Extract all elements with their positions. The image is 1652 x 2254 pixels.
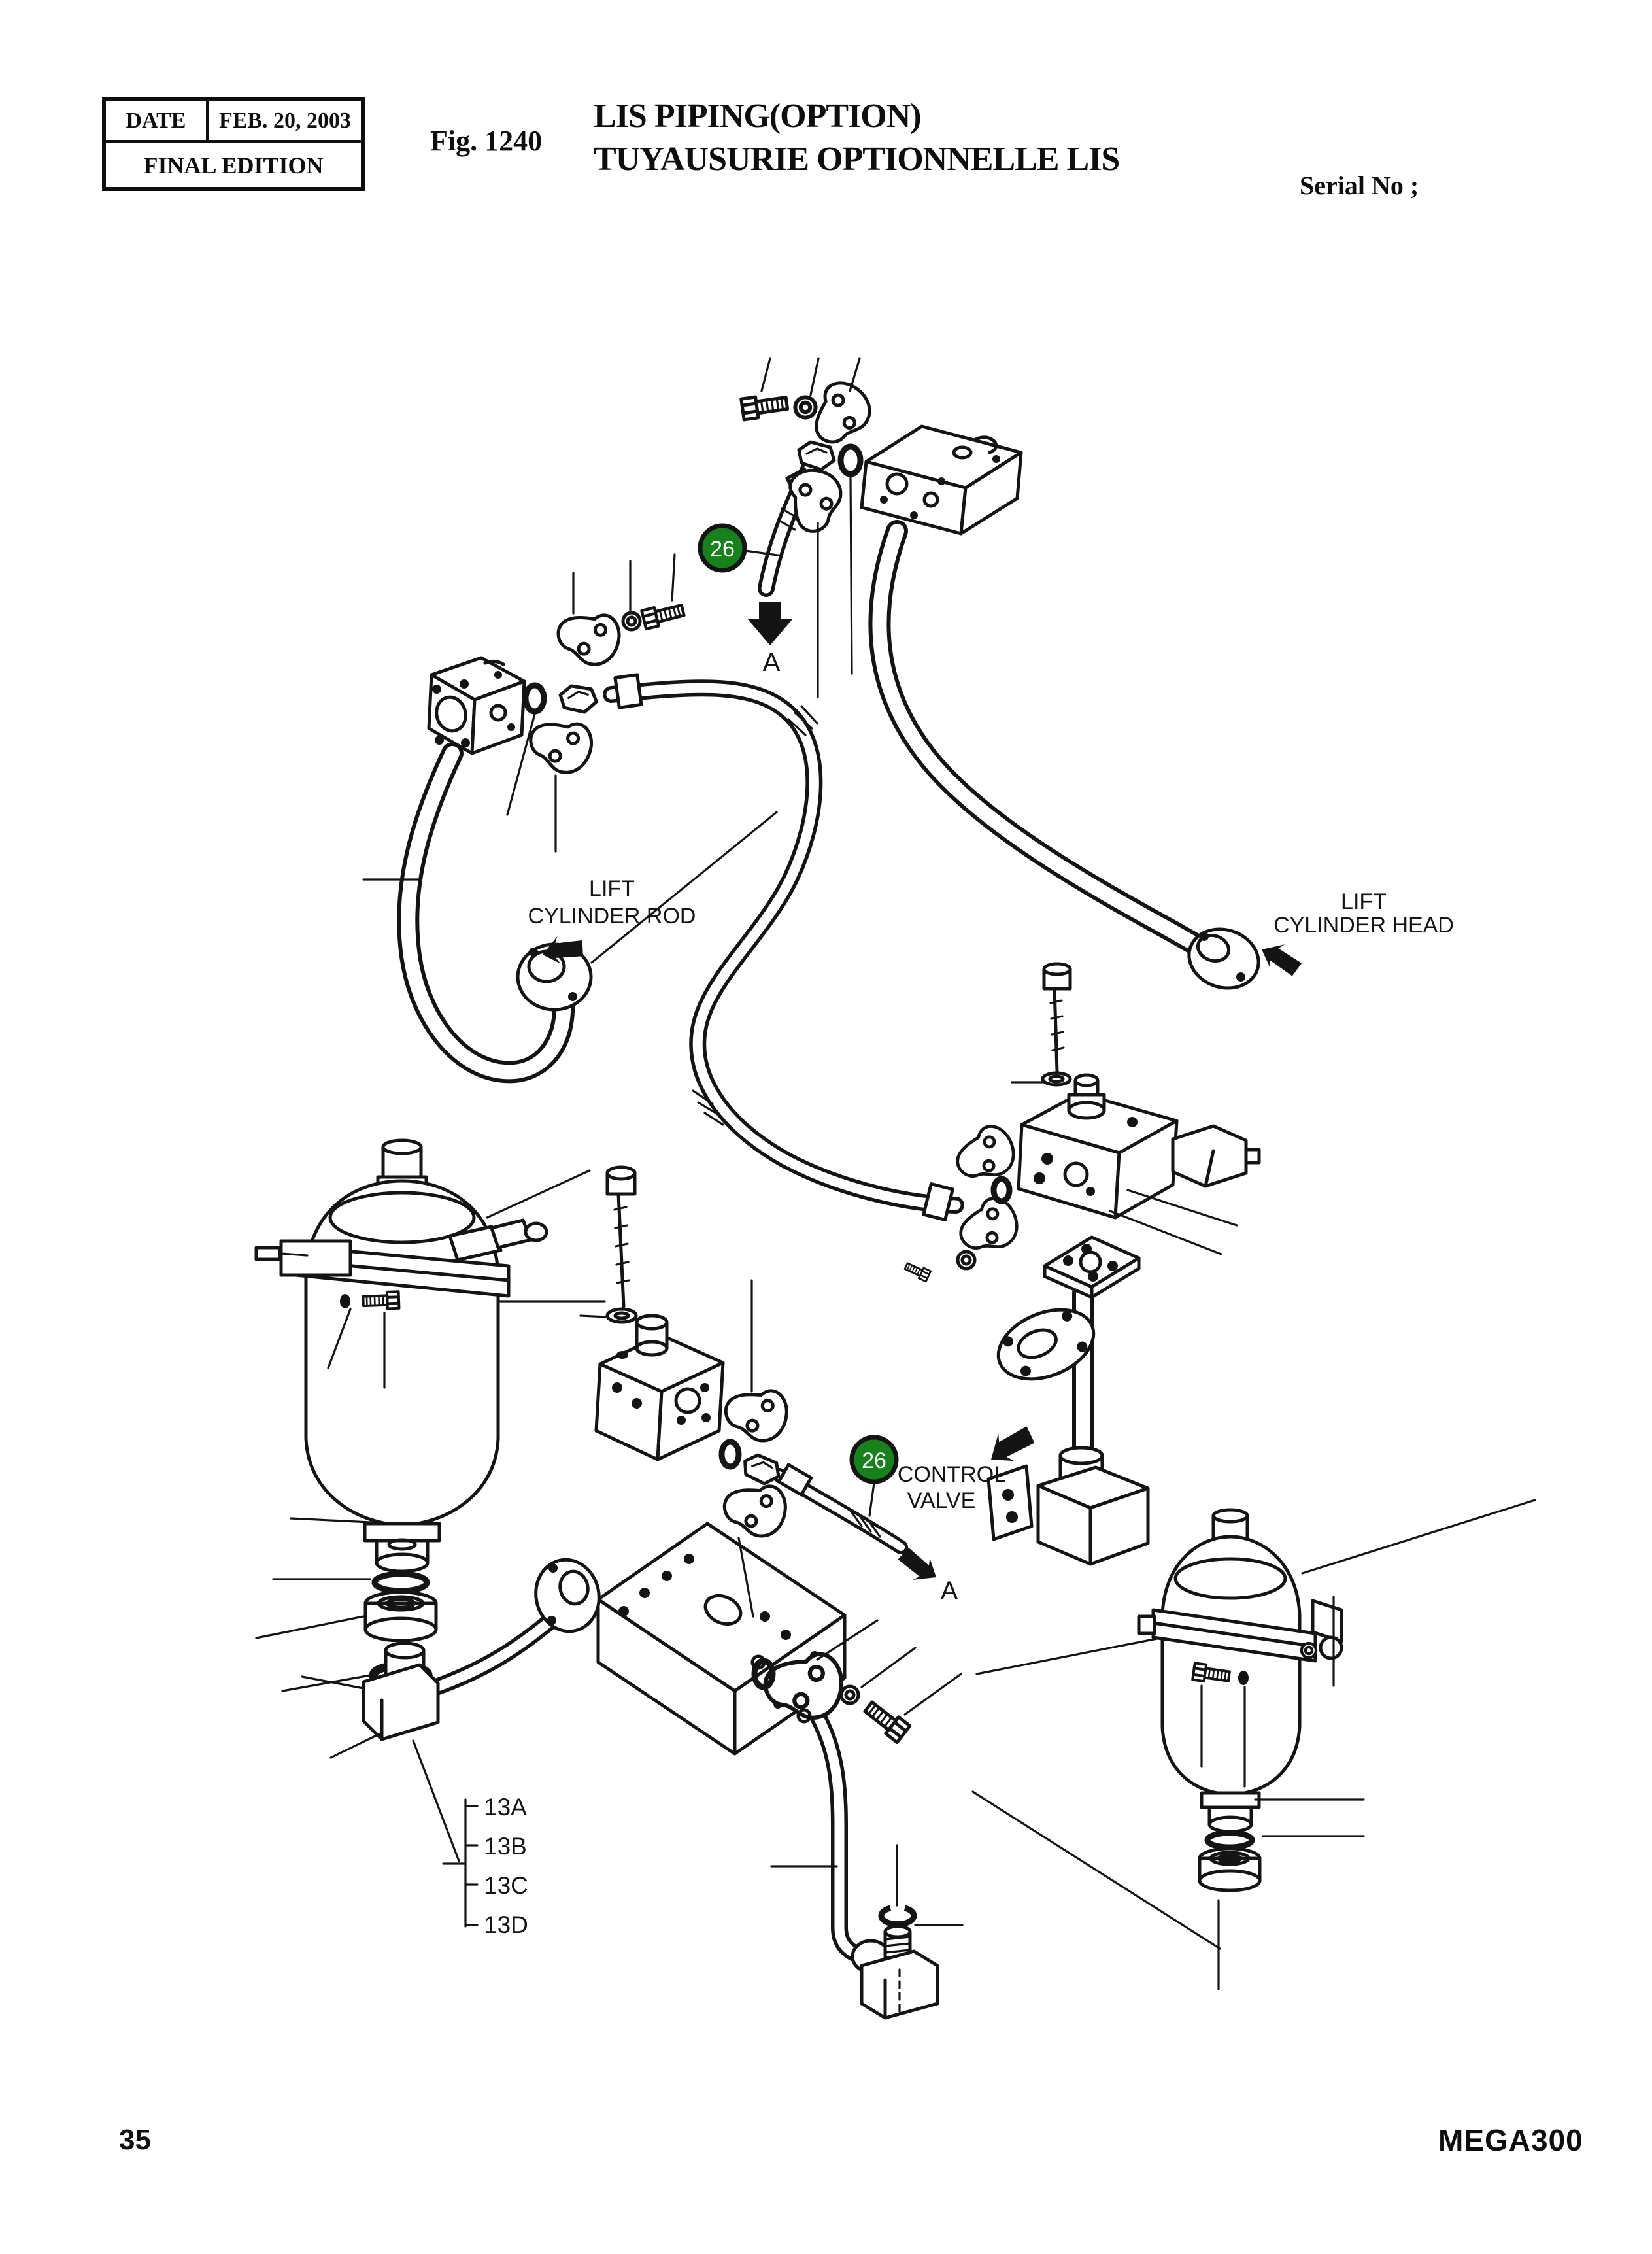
badge-number: 26 (862, 1448, 886, 1473)
washer-icon (841, 1686, 858, 1703)
pipe-clamp-half-icon (722, 1386, 793, 1448)
plug-icon (340, 1294, 350, 1308)
callout-13b: 13B (484, 1833, 527, 1860)
o-ring-icon (371, 1571, 430, 1594)
o-ring-icon (522, 682, 547, 715)
solenoid-box (1171, 1124, 1261, 1188)
pipe-clamp-half-icon (529, 721, 594, 776)
pipe-clamp-half-icon (721, 1481, 792, 1544)
left-manifold-block (427, 656, 526, 755)
lift-cylinder-head-flange (1187, 927, 1260, 990)
bolt-icon (862, 1699, 910, 1743)
clamp-bracket-plate (279, 1239, 352, 1277)
left-accumulator (254, 1138, 548, 1690)
lift-cylinder-head-arrow-icon (1256, 936, 1306, 980)
label-lift-cylinder-rod-line1: LIFT (589, 876, 635, 901)
bottom-manifold-right-flange (751, 1646, 910, 1743)
right-accumulator (1137, 1508, 1343, 1892)
label-view-a-bottom: A (941, 1577, 958, 1605)
date-label: DATE (106, 101, 209, 140)
leader-lines (255, 357, 1536, 1990)
elbow-fitting-icon (799, 442, 834, 470)
callout-13c: 13C (484, 1872, 528, 1899)
collar-nut (1198, 1847, 1262, 1892)
label-lift-cylinder-rod-line2: CYLINDER ROD (528, 904, 696, 929)
side-fitting (448, 1218, 548, 1262)
mount-bracket (986, 1464, 1034, 1541)
valve-base-block (1036, 1446, 1150, 1566)
label-control-valve-line2: VALVE (907, 1488, 976, 1513)
bolt-icon (642, 601, 685, 629)
snap-ring-icon (878, 1905, 917, 1928)
o-ring-icon (1204, 1830, 1255, 1851)
clamp-bracket (1311, 1599, 1343, 1643)
revision-table-row1: DATE FEB. 20, 2003 (106, 101, 361, 143)
o-ring-icon (751, 1658, 776, 1690)
center-valve-block (594, 1314, 725, 1461)
washer-icon (623, 613, 640, 630)
hose-braid-marks (692, 507, 881, 1538)
plug-icon (1238, 1671, 1249, 1685)
pipe-clamp-half-icon (556, 611, 624, 670)
bottom-adapter (1200, 1791, 1261, 1834)
pipe-clamp-half-icon (813, 379, 874, 449)
right-valve-fasteners (903, 962, 1072, 1283)
hex-nut-icon (1319, 1635, 1343, 1660)
washer-icon (1041, 1071, 1072, 1087)
callout-13a: 13A (484, 1794, 527, 1820)
washer-icon (605, 1307, 638, 1324)
page-title-french: TUYAUSURIE OPTIONNELLE LIS (594, 141, 1120, 178)
figure-number: Fig. 1240 (430, 125, 543, 157)
top-clamp-assembly (741, 379, 875, 535)
o-ring-icon (837, 443, 864, 477)
washer-icon (958, 1252, 975, 1269)
collar-nut (363, 1590, 438, 1643)
bolt-icon (903, 1259, 932, 1283)
pipe-clamp-half-icon (952, 1119, 1025, 1193)
direction-arrows (539, 602, 1306, 1590)
bottom-adapter (363, 1522, 441, 1573)
label-view-a-top: A (763, 648, 781, 677)
part-badge-26-top: 26 (698, 523, 747, 573)
left-manifold-fittings (522, 601, 685, 776)
edition-label: FINAL EDITION (143, 152, 324, 179)
bottom-left-elbow-fitting (362, 1641, 440, 1741)
hex-plug-icon (1067, 1073, 1106, 1120)
date-value: FEB. 20, 2003 (218, 108, 352, 133)
callout-13-group: 13A 13B 13C 13D (442, 1794, 528, 1938)
right-valve-mount (986, 1235, 1150, 1566)
right-control-valve-block (1017, 1073, 1261, 1220)
diagram-labels: LIFT CYLINDER ROD LIFT CYLINDER HEAD CON… (528, 648, 1454, 1605)
center-valve-fasteners (605, 1165, 793, 1544)
model-name: MEGA300 (1438, 2123, 1583, 2157)
bottom-elbow-block (851, 1905, 939, 2020)
label-lift-cylinder-head-line2: CYLINDER HEAD (1273, 913, 1454, 938)
label-lift-cylinder-head-line1: LIFT (1341, 889, 1387, 914)
elbow-fitting-icon (560, 683, 598, 714)
bottom-manifold-left-flange (534, 1558, 601, 1633)
o-ring-icon (718, 1439, 742, 1470)
hex-plug-icon (635, 1314, 669, 1357)
o-ring-icon (990, 1176, 1013, 1204)
oval-flange (996, 1308, 1096, 1381)
view-a-arrow-top-icon (748, 602, 792, 645)
label-control-valve-line1: CONTROL (898, 1462, 1006, 1487)
bolt-icon (741, 393, 788, 420)
top-manifold-block (860, 424, 1023, 536)
part-badge-26-bottom: 26 (849, 1435, 899, 1484)
serial-no-label: Serial No ; (1300, 171, 1419, 200)
callout-13d: 13D (484, 1911, 528, 1938)
page-number: 35 (119, 2124, 151, 2156)
washer-icon (1302, 1643, 1316, 1658)
page-title: LIS PIPING(OPTION) (594, 97, 922, 135)
revision-table: DATE FEB. 20, 2003 FINAL EDITION (102, 97, 365, 191)
washer-icon (795, 397, 815, 417)
badge-number: 26 (710, 537, 735, 562)
